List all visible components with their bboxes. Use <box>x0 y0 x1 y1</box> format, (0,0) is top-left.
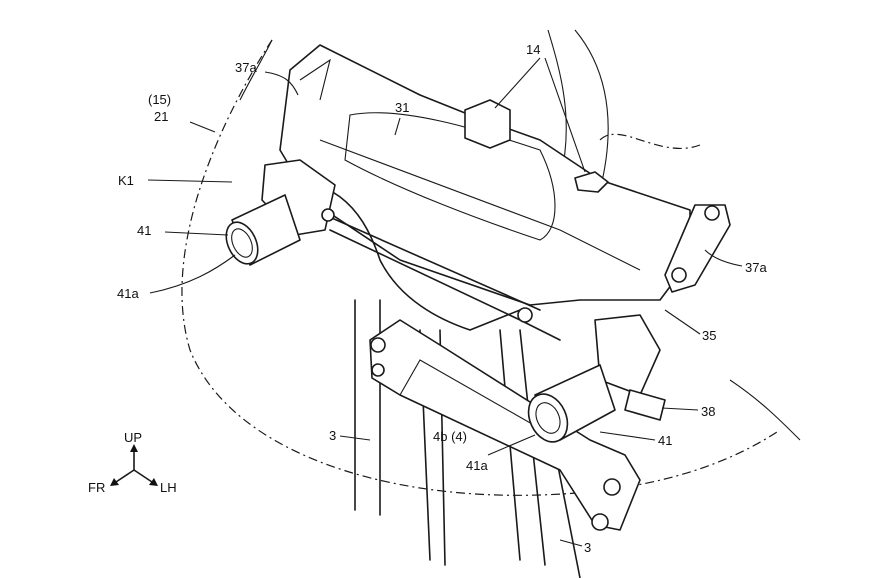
label-41-right: 41 <box>658 433 672 448</box>
label-37a-right: 37a <box>745 260 767 275</box>
label-41a-left: 41a <box>117 286 139 301</box>
bolt <box>371 363 385 377</box>
label-38: 38 <box>701 404 715 419</box>
label-3-right: 3 <box>584 540 591 555</box>
bolt <box>517 307 533 323</box>
label-4b: 4b (4) <box>433 429 467 444</box>
bolt <box>591 513 609 531</box>
label-37a-left: 37a <box>235 60 257 75</box>
bridge <box>369 319 641 531</box>
label-fr: FR <box>88 480 105 495</box>
lamp-left <box>225 159 336 266</box>
label-35: 35 <box>702 328 716 343</box>
label-41a-right: 41a <box>466 458 488 473</box>
lamp-right <box>527 314 666 443</box>
bolt <box>370 337 386 353</box>
direction-indicator: UP FR LH <box>88 430 177 495</box>
fairing-line <box>574 29 609 191</box>
leader-lines <box>147 57 743 547</box>
label-15: (15) <box>148 92 171 107</box>
label-lh: LH <box>160 480 177 495</box>
label-41-left: 41 <box>137 223 151 238</box>
bolt <box>574 171 609 193</box>
label-31: 31 <box>395 100 409 115</box>
housing <box>279 44 691 306</box>
windscreen-edge <box>239 39 273 101</box>
bolt <box>603 478 621 496</box>
label-21: 21 <box>154 109 168 124</box>
stem-nut <box>464 99 511 149</box>
fairing-line <box>599 133 701 150</box>
fairing-line <box>729 379 801 441</box>
label-k1: K1 <box>118 173 134 188</box>
label-up: UP <box>124 430 142 445</box>
windscreen-outline <box>181 39 781 496</box>
label-3-left: 3 <box>329 428 336 443</box>
label-14: 14 <box>526 42 540 57</box>
